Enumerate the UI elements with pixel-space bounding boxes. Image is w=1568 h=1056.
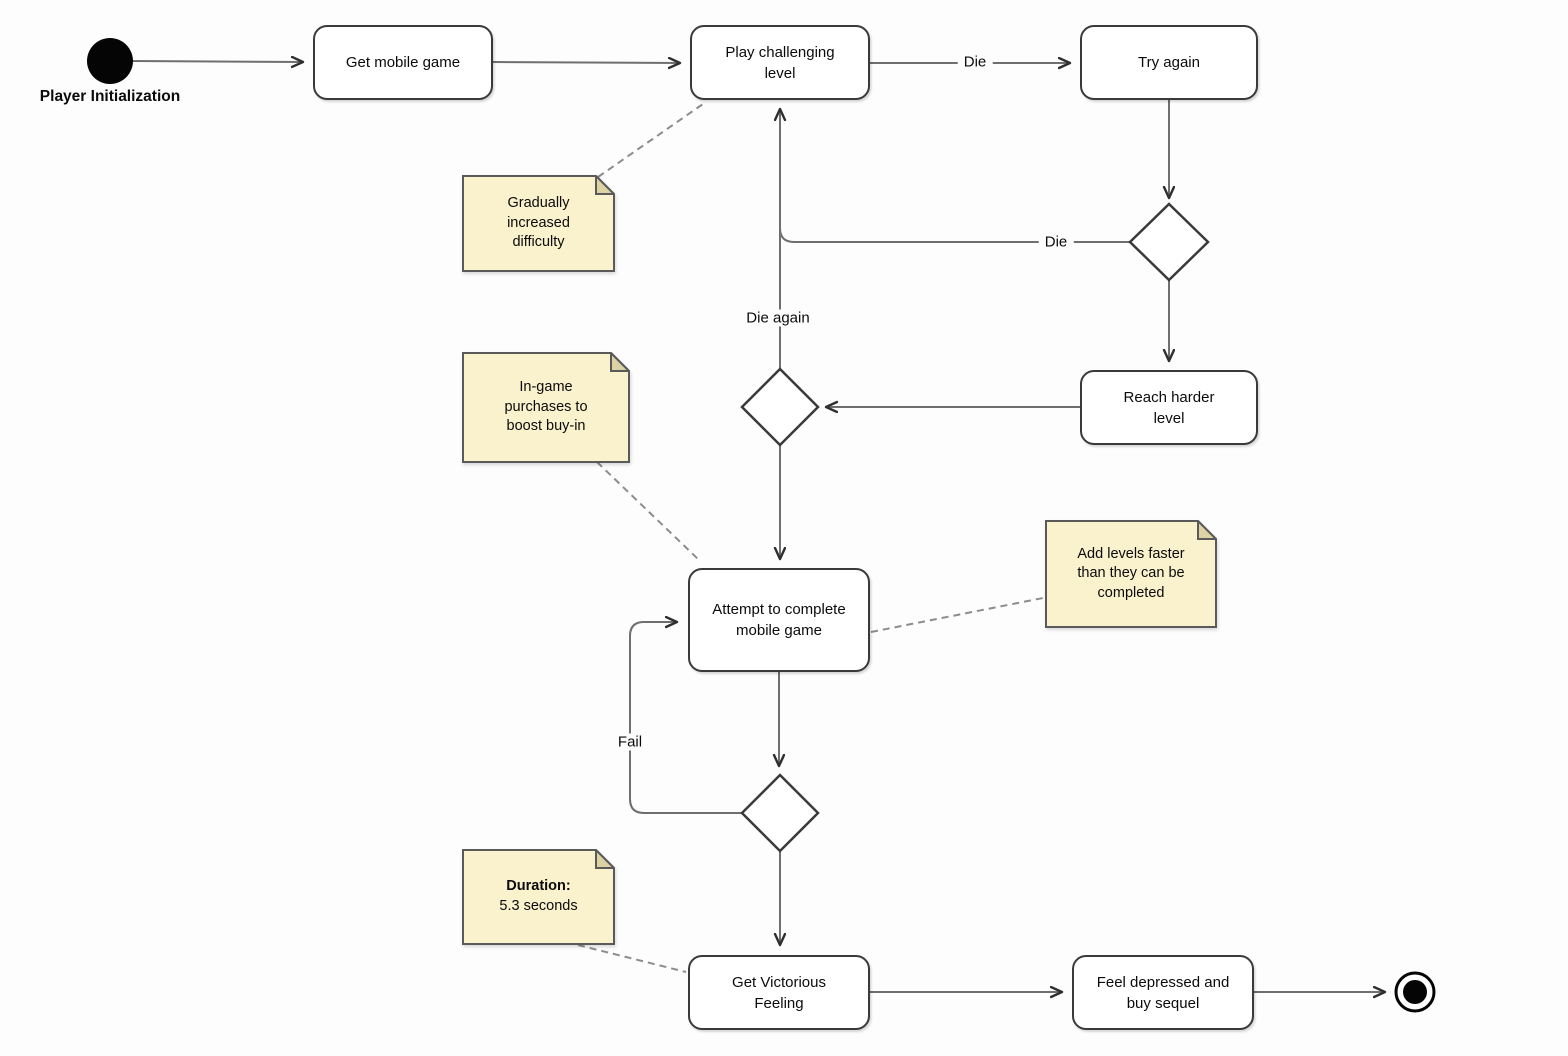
decision-diamond-after-try-again[interactable] bbox=[1128, 202, 1210, 282]
note-add-levels-faster[interactable]: Add levels faster than they can be compl… bbox=[1045, 520, 1217, 628]
note-paper-shape bbox=[462, 352, 630, 463]
note-paper-shape bbox=[1045, 520, 1217, 628]
start-node-label: Player Initialization bbox=[39, 88, 181, 105]
action-label: Play challenging level bbox=[725, 43, 835, 82]
note-text: Gradually increased difficulty bbox=[507, 195, 570, 251]
note-paper-shape bbox=[462, 175, 615, 272]
action-label: Reach harder level bbox=[1123, 388, 1215, 427]
action-label: Attempt to complete mobile game bbox=[712, 601, 846, 639]
action-reach-harder-level[interactable]: Reach harder level bbox=[1080, 370, 1258, 445]
action-try-again[interactable]: Try again bbox=[1080, 25, 1258, 100]
note-text: Add levels faster than they can be compl… bbox=[1077, 545, 1185, 601]
note-duration-value: 5.3 seconds bbox=[499, 898, 578, 914]
note-duration-title: Duration: bbox=[506, 878, 571, 895]
connector-note-in-game bbox=[596, 461, 700, 561]
decision-diamond-fail[interactable] bbox=[740, 773, 820, 853]
action-get-victorious-feeling[interactable]: Get Victorious Feeling bbox=[688, 955, 870, 1030]
edge-decision1-die-merge bbox=[779, 227, 1130, 243]
note-paper-shape bbox=[462, 849, 615, 945]
edge-fail-loop bbox=[629, 622, 742, 814]
end-node[interactable] bbox=[1394, 971, 1436, 1013]
edge-start-to-get-mobile-game bbox=[132, 61, 303, 62]
note-text: In-game purchases to boost buy-in bbox=[504, 379, 588, 435]
edge-get-to-play bbox=[492, 62, 680, 63]
connector-note-duration bbox=[577, 944, 687, 973]
action-label: Feel depressed and buy sequel bbox=[1096, 973, 1230, 1012]
action-feel-depressed-buy-sequel[interactable]: Feel depressed and buy sequel bbox=[1072, 955, 1254, 1030]
note-duration[interactable]: Duration: 5.3 seconds bbox=[462, 849, 615, 945]
action-get-mobile-game[interactable]: Get mobile game bbox=[313, 25, 493, 100]
start-node[interactable] bbox=[87, 38, 133, 84]
edge-label-die-top: Die bbox=[957, 53, 993, 71]
note-in-game-purchases[interactable]: In-game purchases to boost buy-in bbox=[462, 352, 630, 463]
action-label: Try again bbox=[1138, 54, 1200, 71]
action-play-challenging-level[interactable]: Play challenging level bbox=[690, 25, 870, 100]
connector-note-gradually bbox=[597, 103, 704, 178]
action-attempt-complete-game[interactable]: Attempt to complete mobile game bbox=[688, 568, 870, 672]
edge-label-die-again: Die again bbox=[740, 309, 816, 327]
connector-note-add-levels bbox=[870, 597, 1044, 633]
note-gradually-increased-difficulty[interactable]: Gradually increased difficulty bbox=[462, 175, 615, 272]
decision-diamond-die-again[interactable] bbox=[740, 367, 820, 447]
edge-label-die-mid: Die bbox=[1038, 233, 1074, 251]
edge-label-fail: Fail bbox=[611, 733, 649, 751]
action-label: Get mobile game bbox=[345, 54, 461, 71]
action-label: Get Victorious Feeling bbox=[732, 973, 826, 1012]
